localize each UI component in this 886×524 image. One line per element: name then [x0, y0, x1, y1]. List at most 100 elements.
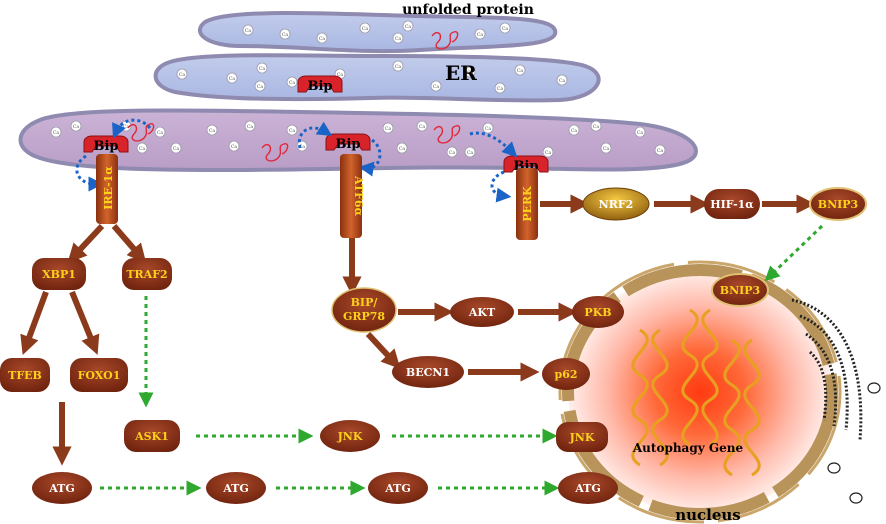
er-label: ER	[445, 61, 477, 85]
calcium-ion-label: Ca	[157, 130, 163, 136]
unfolded-protein-label: unfolded protein	[402, 2, 534, 18]
node-tfeb: TFEB	[0, 358, 50, 392]
node-becn1: BECN1	[392, 356, 464, 388]
node-bip-grp78-label-1: BIP/	[351, 296, 379, 309]
nucleus: Autophagy Gene	[558, 260, 842, 524]
calcium-ion-label: Ca	[399, 146, 405, 152]
node-atg-4-label: ATG	[574, 482, 601, 495]
calcium-ion-label: Ca	[282, 32, 288, 38]
calcium-ion-label: Ca	[405, 24, 411, 30]
node-pkb-label: PKB	[584, 306, 611, 319]
dna-helices	[631, 308, 761, 477]
calcium-ion-label: Ca	[497, 86, 503, 92]
calcium-ion-label: Ca	[53, 130, 59, 136]
node-bnip3: BNIP3	[809, 187, 867, 221]
node-bip-grp78-label-2: GRP78	[343, 310, 385, 323]
calcium-ion-label: Ca	[362, 26, 368, 32]
node-pkb: PKB	[572, 296, 624, 328]
node-traf2-label: TRAF2	[126, 268, 167, 281]
calcium-ion-label: Ca	[299, 144, 305, 150]
node-bip-grp78: BIP/ GRP78	[331, 287, 397, 333]
calcium-ion-label: Ca	[173, 146, 179, 152]
calcium-ion-label: Ca	[559, 78, 565, 84]
node-nrf2: NRF2	[582, 187, 650, 221]
node-traf2: TRAF2	[122, 258, 172, 290]
calcium-ion-label: Ca	[571, 128, 577, 134]
node-ask1: ASK1	[124, 420, 180, 452]
node-xbp1: XBP1	[32, 258, 86, 290]
node-atg-3: ATG	[368, 472, 428, 504]
perk-sensor: PERK	[516, 168, 538, 240]
node-bnip3-nuclear-label: BNIP3	[720, 284, 760, 297]
node-becn1-label: BECN1	[406, 366, 450, 379]
calcium-ion-label: Ca	[259, 66, 265, 72]
nucleus-label: nucleus	[675, 506, 741, 524]
bip-label-atf6: Bip	[335, 137, 360, 152]
perk-label: PERK	[521, 186, 534, 222]
calcium-ion-label: Ca	[123, 124, 129, 130]
calcium-ions: CaCaCaCaCaCaCaCaCaCaCaCaCaCaCaCaCaCaCaCa…	[50, 20, 666, 158]
node-akt: AKT	[450, 297, 514, 327]
node-xbp1-label: XBP1	[42, 268, 76, 281]
translocation-arrows	[100, 224, 824, 496]
bip-chaperone-ire1: Bip	[83, 135, 129, 154]
node-bnip3-label: BNIP3	[818, 198, 858, 211]
node-atg-2: ATG	[206, 472, 266, 504]
calcium-ion-label: Ca	[73, 124, 79, 130]
calcium-ion-label: Ca	[419, 124, 425, 130]
node-hif1a: HIF-1α	[704, 189, 760, 219]
node-jnk-nuclear-label: JNK	[569, 431, 595, 444]
bip-dissociation-arrows	[75, 118, 518, 203]
calcium-ion-label: Ca	[502, 26, 508, 32]
calcium-ion-label: Ca	[229, 76, 235, 82]
bip-chaperone-free: Bip	[297, 75, 343, 94]
node-atg-1: ATG	[32, 472, 92, 504]
node-bnip3-nuclear: BNIP3	[711, 273, 769, 307]
node-tfeb-label: TFEB	[8, 369, 42, 382]
ire1a-label: IRE-1α	[102, 166, 115, 210]
node-jnk-label: JNK	[337, 430, 363, 443]
node-atg-2-label: ATG	[222, 482, 249, 495]
calcium-ion-label: Ca	[209, 128, 215, 134]
calcium-ion-label: Ca	[593, 124, 599, 130]
node-p62-label: p62	[555, 368, 578, 381]
atf6a-sensor: ATF6α	[340, 154, 365, 238]
calcium-ion-label: Ca	[289, 128, 295, 134]
activation-arrows	[20, 194, 816, 466]
calcium-ion-label: Ca	[449, 150, 455, 156]
calcium-ion-label: Ca	[485, 126, 491, 132]
calcium-ion-label: Ca	[433, 84, 439, 90]
ire1a-sensor: IRE-1α	[96, 154, 118, 224]
node-nrf2-label: NRF2	[599, 198, 634, 211]
node-atg-4: ATG	[558, 472, 618, 504]
calcium-ion-label: Ca	[337, 72, 343, 78]
node-akt-label: AKT	[468, 306, 496, 319]
calcium-ion-label: Ca	[385, 126, 391, 132]
node-atg-3-label: ATG	[384, 482, 411, 495]
node-hif1a-label: HIF-1α	[710, 198, 754, 211]
bip-chaperone-atf6: Bip	[325, 133, 371, 152]
calcium-ion-label: Ca	[139, 146, 145, 152]
er-middle-lobe	[153, 53, 601, 103]
er-upper-lobe	[197, 11, 558, 54]
calcium-ion-label: Ca	[395, 36, 401, 42]
calcium-ion-label: Ca	[637, 130, 643, 136]
node-foxo1: FOXO1	[70, 358, 128, 392]
calcium-ion-label: Ca	[603, 146, 609, 152]
node-jnk: JNK	[320, 420, 380, 452]
node-ask1-label: ASK1	[134, 430, 169, 443]
calcium-ion-label: Ca	[467, 150, 473, 156]
calcium-ion-label: Ca	[247, 124, 253, 130]
calcium-ion-label: Ca	[257, 84, 263, 90]
calcium-ion-label: Ca	[477, 32, 483, 38]
calcium-ion-label: Ca	[657, 148, 663, 154]
node-p62: p62	[542, 358, 590, 390]
calcium-ion-label: Ca	[467, 70, 473, 76]
node-atg-1-label: ATG	[48, 482, 75, 495]
calcium-ion-label: Ca	[231, 144, 237, 150]
calcium-ion-label: Ca	[395, 64, 401, 70]
golgi-apparatus	[791, 298, 863, 441]
calcium-ion-label: Ca	[545, 150, 551, 156]
node-jnk-nuclear: JNK	[556, 422, 608, 452]
